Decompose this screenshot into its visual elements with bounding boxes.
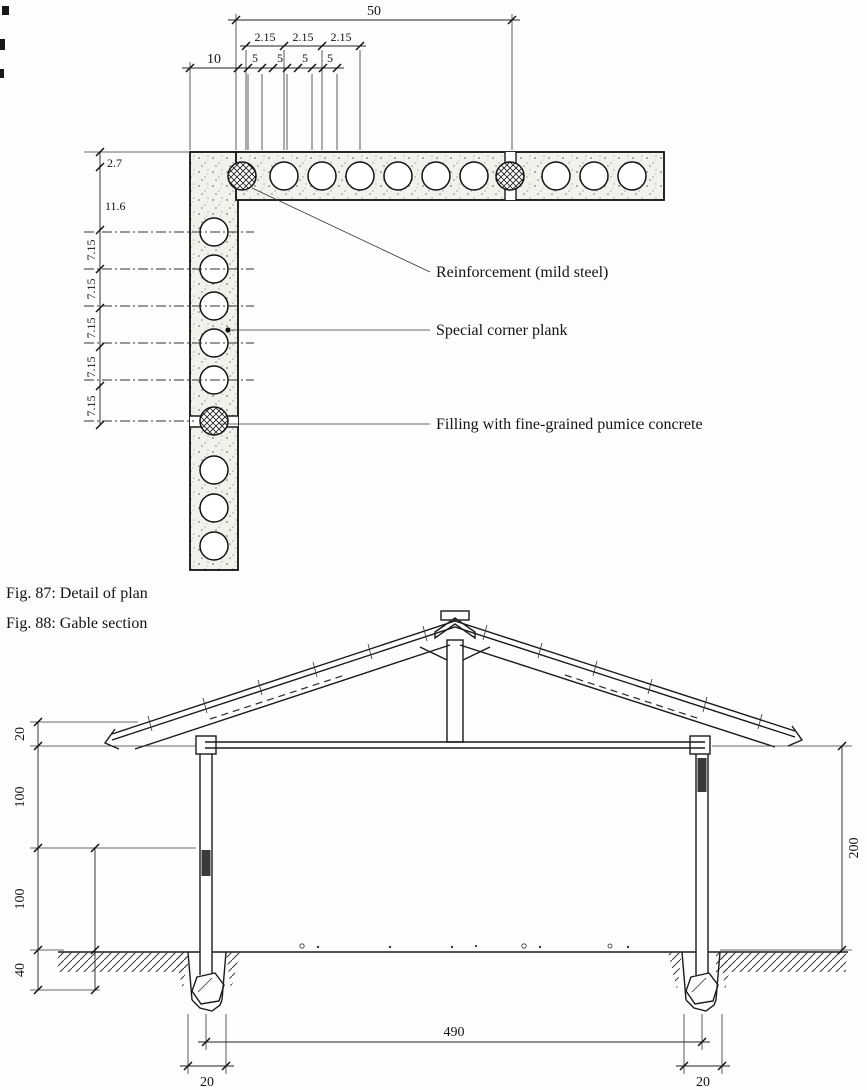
dim-label-715-5: 7.15 (84, 396, 98, 417)
dim-label-5-1: 5 (252, 51, 258, 65)
dim-label-upper-100: 100 (13, 787, 28, 808)
dim-label-490: 490 (444, 1025, 465, 1040)
left-wall-plate (195, 735, 217, 755)
floor-gravel-dots (299, 943, 630, 949)
left-wall-shading (201, 850, 211, 876)
dim-label-foot-left-20: 20 (200, 1075, 214, 1090)
dim-label-215-2: 2.15 (293, 30, 314, 44)
pit-hatch (668, 952, 682, 990)
dimension-top-50: 50 (228, 4, 520, 150)
annotation-corner-plank: Special corner plank (436, 322, 568, 339)
dim-label-116: 11.6 (105, 199, 126, 213)
dim-label-200: 200 (847, 838, 862, 859)
dim-label-215-1: 2.15 (255, 30, 276, 44)
dim-label-5-4: 5 (327, 51, 333, 65)
right-footing (668, 951, 734, 1012)
scan-artifacts (0, 6, 9, 78)
plan-annotations: Reinforcement (mild steel) Special corne… (220, 187, 703, 433)
dim-label-lower-100: 100 (13, 889, 28, 910)
core-holes-horizontal (269, 161, 647, 191)
dim-label-215-3: 2.15 (331, 30, 352, 44)
dimension-left-chain: 2.7 11.6 7.15 7.15 7.15 7.15 7.15 (84, 147, 254, 430)
ground-hatch-right (716, 952, 846, 972)
dim-label-5-3: 5 (302, 51, 308, 65)
footing-stone (685, 972, 719, 1005)
dim-label-715-1: 7.15 (84, 240, 98, 261)
king-post-truss (205, 639, 705, 749)
ridge-cap (440, 610, 470, 621)
footing-stone (191, 972, 225, 1005)
dimension-left-chain-gable: 20 100 100 40 (13, 717, 196, 995)
dimension-top-10-5-row: 10 5 5 5 5 (182, 51, 344, 150)
ground-hatch-left (58, 952, 188, 972)
dim-label-5-2: 5 (277, 51, 283, 65)
pit-hatch (720, 952, 734, 990)
pit-hatch (174, 952, 188, 990)
right-wall-plate (689, 735, 711, 755)
walls (195, 735, 711, 952)
plan-detail-drawing: 50 2.15 2.15 2.15 (6, 4, 703, 602)
annotation-reinforcement: Reinforcement (mild steel) (436, 264, 608, 281)
left-footing (174, 951, 240, 1012)
gable-section-drawing: Fig. 88: Gable section (6, 610, 862, 1090)
dim-label-foot-right-20: 20 (696, 1075, 710, 1090)
roof (103, 610, 804, 750)
reinforced-cores (199, 161, 525, 436)
pit-hatch (226, 952, 240, 990)
king-post (446, 639, 464, 743)
dim-label-27: 2.7 (107, 156, 122, 170)
dimension-footing-left-20: 20 (180, 1014, 234, 1090)
dim-label-40: 40 (13, 963, 28, 977)
right-wall-shading (697, 758, 707, 792)
right-eave-detail (787, 725, 804, 747)
dim-label-715-4: 7.15 (84, 357, 98, 378)
fig87-caption: Fig. 87: Detail of plan (6, 585, 148, 602)
fig88-caption: Fig. 88: Gable section (6, 615, 147, 632)
annotation-filling: Filling with fine-grained pumice concret… (436, 416, 703, 433)
dimension-right-chain-gable: 200 (712, 741, 862, 955)
dimension-top-215-row: 2.15 2.15 2.15 (240, 30, 366, 150)
floor-and-ground (58, 943, 848, 972)
dim-label-eave-20: 20 (13, 727, 28, 741)
ridge-board (434, 617, 476, 640)
dimension-bottom-span: 490 (198, 1014, 710, 1050)
dim-label-715-2: 7.15 (84, 279, 98, 300)
dim-label-10: 10 (207, 52, 221, 67)
left-eave-detail (103, 728, 120, 750)
leader-dot (225, 327, 231, 333)
dim-label-715-3: 7.15 (84, 318, 98, 339)
dimension-footing-right-20: 20 (676, 1014, 730, 1090)
dim-label-50: 50 (367, 4, 381, 19)
